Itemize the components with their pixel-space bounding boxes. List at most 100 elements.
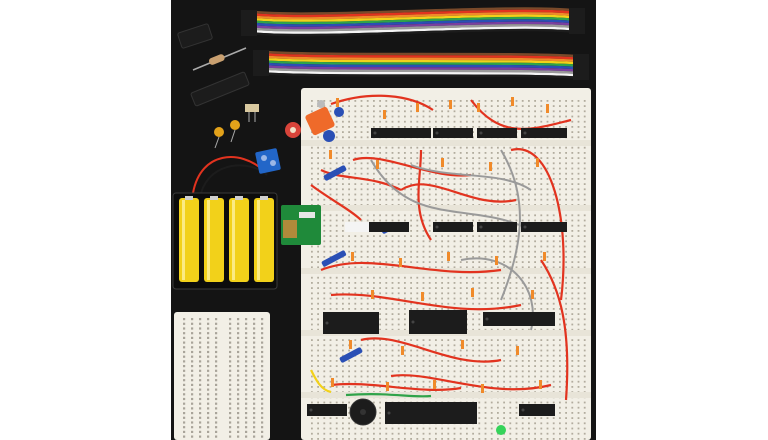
breadboard-hole	[329, 365, 332, 367]
breadboard-hole	[497, 276, 499, 279]
breadboard-hole	[515, 266, 518, 269]
breadboard-hole	[385, 375, 388, 378]
breadboard-hole	[416, 380, 419, 383]
breadboard-hole	[565, 172, 567, 175]
breadboard-hole	[565, 417, 567, 419]
breadboard-hole	[317, 432, 319, 435]
breadboard-hole	[245, 346, 248, 349]
breadboard-hole	[447, 287, 450, 289]
breadboard-hole	[191, 332, 194, 335]
ic-chip	[483, 312, 555, 326]
breadboard-hole	[484, 245, 487, 248]
breadboard-hole	[571, 198, 574, 201]
breadboard-hole	[466, 276, 468, 279]
breadboard-hole	[583, 183, 586, 185]
breadboard-hole	[335, 224, 338, 227]
orange-jumper-link	[371, 290, 374, 299]
breadboard-hole	[215, 365, 218, 368]
breadboard-hole	[237, 322, 240, 325]
breadboard-hole	[373, 308, 375, 310]
breadboard-hole	[466, 235, 468, 237]
breadboard-hole	[385, 157, 388, 159]
breadboard-hole	[360, 235, 363, 237]
breadboard-hole	[360, 204, 363, 206]
breadboard-hole	[360, 162, 363, 165]
breadboard-hole	[528, 276, 530, 279]
breadboard-hole	[261, 374, 264, 377]
breadboard-hole	[435, 126, 437, 128]
breadboard-hole	[466, 292, 468, 295]
breadboard-hole	[215, 430, 218, 433]
breadboard-hole	[490, 214, 493, 217]
breadboard-hole	[261, 388, 264, 391]
breadboard-hole	[379, 193, 381, 196]
breadboard-hole	[441, 250, 443, 253]
breadboard-hole	[478, 146, 481, 149]
breadboard-hole	[360, 172, 363, 175]
breadboard-hole	[311, 318, 313, 321]
breadboard-hole	[183, 421, 186, 424]
battery-terminal	[260, 196, 268, 200]
breadboard-hole	[422, 188, 425, 191]
breadboard-hole	[540, 339, 543, 341]
breadboard-hole	[379, 235, 381, 237]
breadboard-hole	[207, 350, 210, 354]
breadboard-hole	[397, 370, 400, 373]
breadboard-hole	[528, 328, 530, 331]
breadboard-hole	[342, 115, 344, 118]
breadboard-hole	[342, 297, 344, 300]
breadboard-hole	[342, 375, 344, 378]
breadboard-hole	[422, 365, 425, 367]
breadboard-hole	[472, 188, 474, 191]
breadboard-hole	[478, 287, 481, 289]
breadboard-hole	[335, 126, 338, 128]
breadboard-hole	[354, 344, 357, 347]
breadboard-hole	[583, 261, 586, 263]
breadboard-hole	[342, 157, 344, 159]
breadboard-hole	[373, 219, 375, 222]
breadboard-hole	[354, 245, 357, 248]
breadboard-hole	[509, 152, 512, 154]
breadboard-hole	[385, 172, 388, 175]
breadboard-hole	[428, 287, 431, 289]
breadboard-hole	[360, 105, 363, 107]
breadboard-hole	[348, 105, 350, 107]
breadboard-hole	[342, 349, 344, 352]
breadboard-hole	[199, 407, 202, 410]
breadboard-hole	[410, 308, 412, 310]
breadboard-hole	[466, 266, 468, 269]
breadboard-hole	[472, 245, 474, 248]
breadboard-hole	[237, 430, 240, 433]
breadboard-hole	[583, 282, 586, 284]
breadboard-hole	[385, 126, 388, 128]
breadboard-hole	[559, 339, 561, 341]
breadboard-hole	[385, 276, 388, 279]
breadboard-hole	[253, 322, 256, 325]
breadboard-hole	[559, 313, 561, 315]
breadboard-hole	[311, 162, 313, 165]
breadboard-hole	[447, 438, 450, 440]
breadboard-hole	[360, 302, 363, 305]
breadboard-hole	[459, 349, 462, 352]
breadboard-hole	[490, 344, 493, 347]
breadboard-hole	[366, 344, 369, 347]
breadboard-hole	[459, 339, 462, 341]
breadboard-hole	[583, 328, 586, 331]
breadboard-hole	[503, 365, 505, 367]
breadboard-hole	[453, 105, 456, 107]
breadboard-hole	[552, 250, 555, 253]
breadboard-hole	[348, 219, 350, 222]
breadboard-hole	[229, 397, 232, 401]
breadboard-hole	[503, 193, 505, 196]
breadboard-hole	[245, 430, 248, 433]
breadboard-hole	[490, 380, 493, 383]
breadboard-hole	[534, 198, 536, 201]
breadboard-hole	[521, 401, 524, 404]
breadboard-hole	[571, 297, 574, 300]
breadboard-hole	[422, 115, 425, 118]
breadboard-hole	[245, 426, 248, 429]
breadboard-hole	[323, 162, 326, 165]
breadboard-hole	[329, 183, 332, 185]
breadboard-hole	[453, 100, 456, 102]
breadboard-hole	[484, 162, 487, 165]
